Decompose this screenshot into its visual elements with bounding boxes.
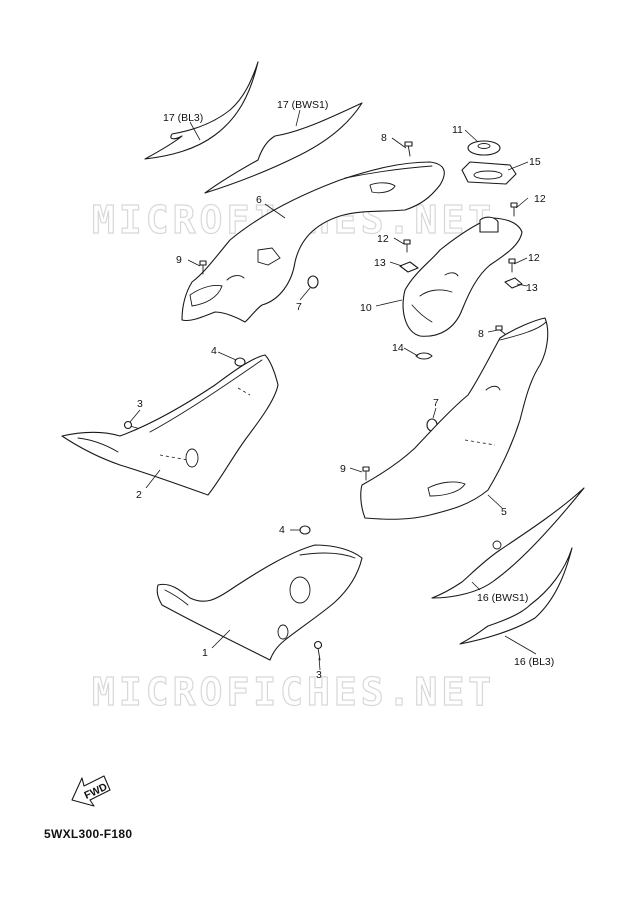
part-1-side-cover[interactable] <box>156 544 363 661</box>
leader-lines <box>129 109 537 671</box>
part-2-side-cover[interactable] <box>61 354 279 496</box>
part-9-screw-upper[interactable] <box>199 260 207 275</box>
part-4-nut-lower[interactable] <box>299 525 311 535</box>
callout-9-lower: 9 <box>340 463 346 475</box>
callout-1: 1 <box>202 647 208 659</box>
callout-9-upper: 9 <box>176 254 182 266</box>
part-15-tray[interactable] <box>461 161 517 185</box>
part-10-tank[interactable] <box>402 216 523 337</box>
callout-7-lower: 7 <box>433 397 439 409</box>
callout-3-lower: 3 <box>316 669 322 681</box>
part-7-grommet-upper[interactable] <box>307 275 319 289</box>
callout-10: 10 <box>360 302 372 314</box>
callout-15: 15 <box>529 156 541 168</box>
callout-12-a: 12 <box>534 193 546 205</box>
callout-13-a: 13 <box>374 257 386 269</box>
callout-14: 14 <box>392 342 404 354</box>
part-13-clip-b[interactable] <box>504 277 523 289</box>
part-16-bws1-decal[interactable] <box>431 487 585 599</box>
part-16-bl3-decal[interactable] <box>459 547 573 645</box>
part-12-screw-b[interactable] <box>403 239 411 253</box>
callout-16-bl3: 16 (BL3) <box>514 656 554 668</box>
callout-17-bws1: 17 (BWS1) <box>277 99 328 111</box>
callout-7-upper: 7 <box>296 301 302 313</box>
watermark-bottom: MICROFICHES.NET <box>92 670 495 714</box>
part-12-screw-c[interactable] <box>508 258 516 273</box>
callout-4-upper: 4 <box>211 345 217 357</box>
callout-17-bl3: 17 (BL3) <box>163 112 203 124</box>
part-13-clip-a[interactable] <box>399 261 419 273</box>
callout-13-b: 13 <box>526 282 538 294</box>
callout-4-lower: 4 <box>279 524 285 536</box>
fwd-label: FWD <box>82 781 109 802</box>
part-17-bl3-decal[interactable] <box>144 61 259 160</box>
callout-12-c: 12 <box>528 252 540 264</box>
callout-8-right: 8 <box>478 328 484 340</box>
fwd-arrow-icon: FWD <box>71 775 111 807</box>
part-12-screw-a[interactable] <box>510 202 518 217</box>
part-17-bws1-decal[interactable] <box>204 102 363 194</box>
callout-5: 5 <box>501 506 507 518</box>
callout-11: 11 <box>452 124 463 136</box>
callout-2: 2 <box>136 489 142 501</box>
callout-8-top: 8 <box>381 132 387 144</box>
callout-16-bws1: 16 (BWS1) <box>477 592 528 604</box>
part-9-screw-lower[interactable] <box>362 466 370 481</box>
part-3-screw-lower[interactable] <box>313 640 323 661</box>
part-4-nut-upper[interactable] <box>234 357 246 367</box>
callout-3-upper: 3 <box>137 398 143 410</box>
part-11-cap[interactable] <box>467 140 501 156</box>
callout-12-b: 12 <box>377 233 389 245</box>
part-6-side-cover[interactable] <box>181 161 445 323</box>
diagram-code: 5WXL300-F180 <box>44 827 133 841</box>
part-5-side-cover[interactable] <box>360 317 549 520</box>
part-8-screw-top[interactable] <box>404 141 413 157</box>
part-14-band[interactable] <box>415 352 433 360</box>
part-8-screw-right[interactable] <box>495 325 506 335</box>
callout-6: 6 <box>256 194 262 206</box>
